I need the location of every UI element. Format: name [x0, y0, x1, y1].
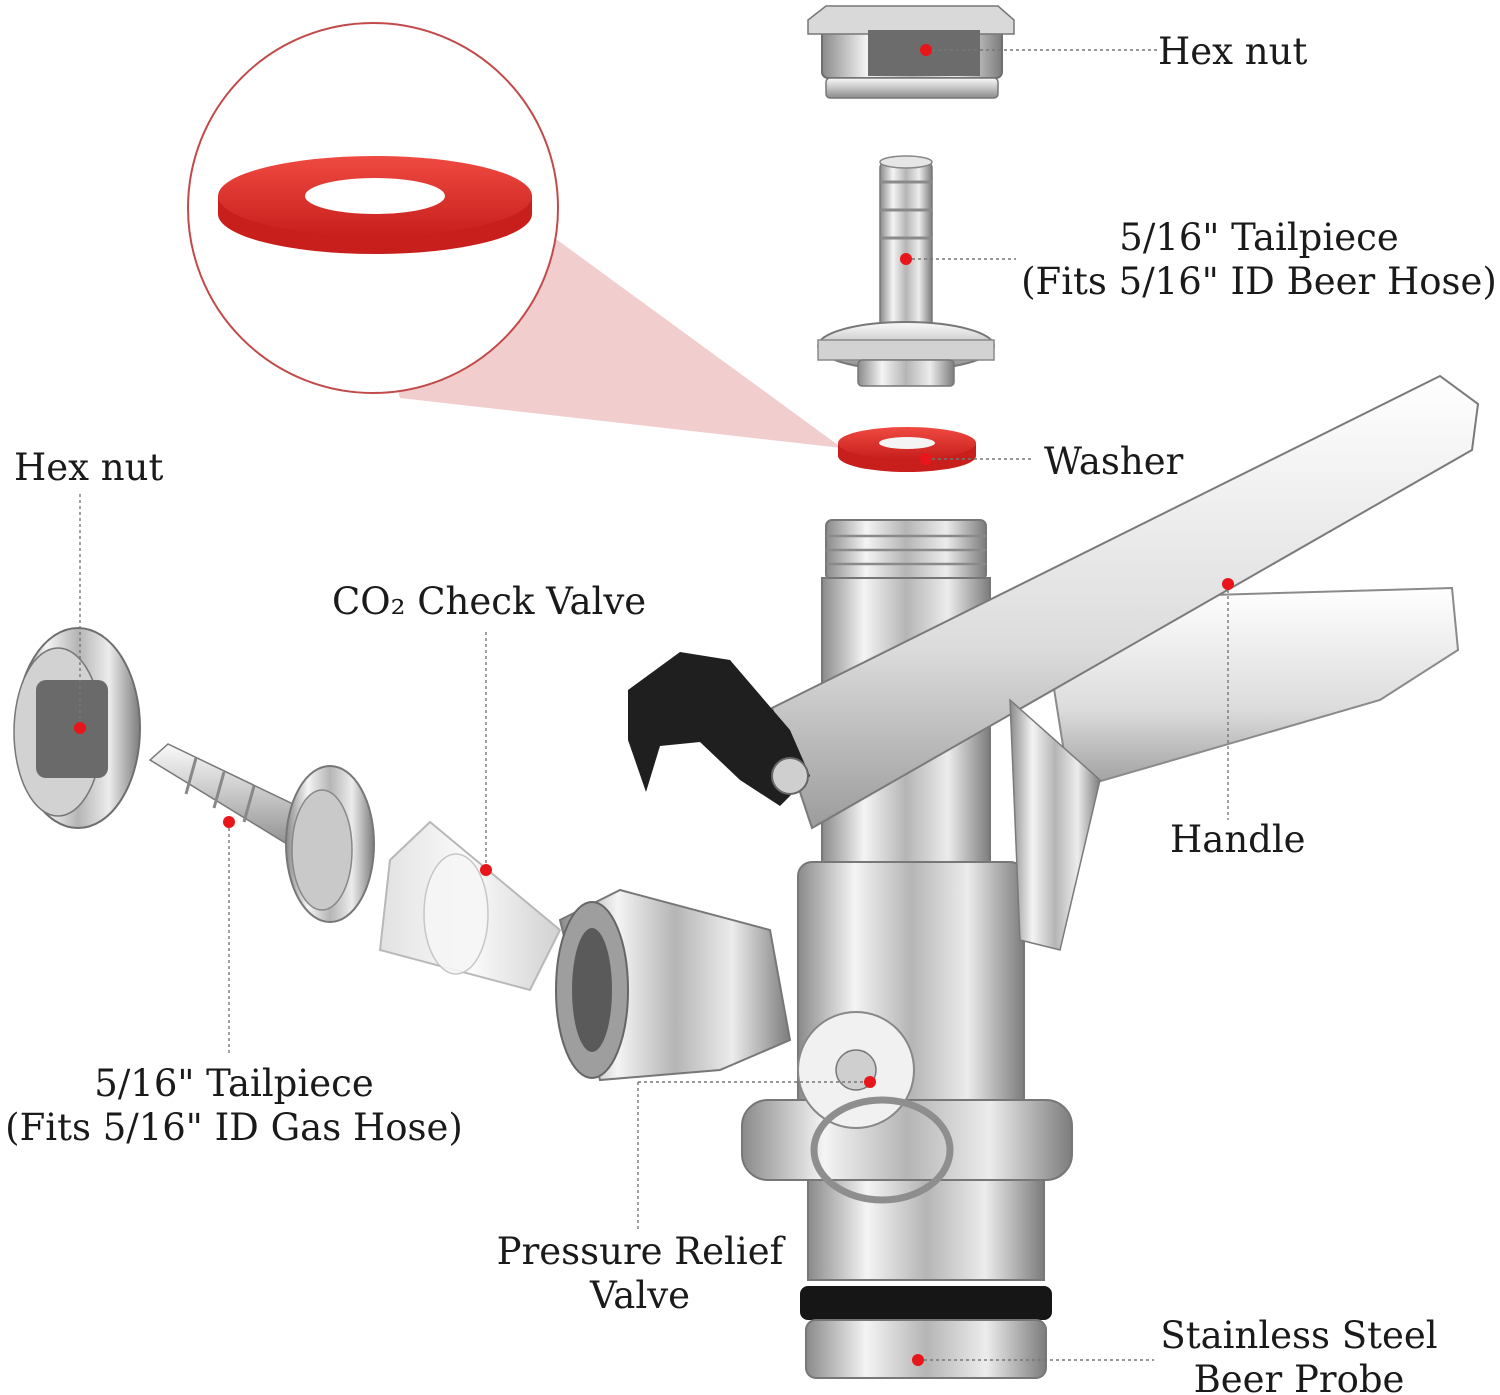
label-tailpiece-gas-line1: 5/16" Tailpiece: [94, 1062, 374, 1105]
tailpiece-beer: [817, 155, 995, 387]
washer-zoomed: [218, 156, 532, 254]
label-probe-line2: Beer Probe: [1193, 1358, 1405, 1395]
handle: [770, 374, 1480, 951]
label-washer: Washer: [1044, 440, 1184, 483]
label-pressure-relief-line1: Pressure Relief: [496, 1230, 784, 1273]
co2-check-valve: [378, 820, 562, 992]
leader-lines: [79, 49, 1229, 1361]
label-handle: Handle: [1170, 818, 1306, 861]
marker-tailpiece-gas: [223, 816, 235, 828]
label-tailpiece-beer: 5/16" Tailpiece (Fits 5/16" ID Beer Hose…: [1020, 216, 1498, 304]
label-tailpiece-gas-line2: (Fits 5/16" ID Gas Hose): [5, 1106, 463, 1149]
marker-handle: [1222, 578, 1234, 590]
tailpiece-gas: [148, 743, 375, 923]
label-co2-check-valve: CO₂ Check Valve: [332, 580, 647, 623]
handle-clip: [628, 652, 810, 806]
marker-co2-check-valve: [480, 864, 492, 876]
marker-hex-nut-left: [74, 722, 86, 734]
marker-pressure-relief: [864, 1076, 876, 1088]
label-probe-line1: Stainless Steel: [1160, 1314, 1438, 1357]
gas-inlet: [555, 888, 792, 1082]
label-hex-nut-left: Hex nut: [14, 446, 164, 489]
hex-nut-top: [807, 5, 1015, 99]
markers: [74, 44, 1234, 1366]
pressure-relief-valve: [797, 1011, 954, 1204]
marker-washer: [920, 453, 932, 465]
washer: [838, 427, 976, 472]
label-beer-probe: Stainless Steel Beer Probe: [1156, 1314, 1442, 1395]
label-tailpiece-beer-line1: 5/16" Tailpiece: [1119, 216, 1399, 259]
label-tailpiece-gas: 5/16" Tailpiece (Fits 5/16" ID Gas Hose): [4, 1062, 464, 1150]
label-pressure-relief-valve: Pressure Relief Valve: [490, 1230, 790, 1318]
marker-hex-nut-top: [920, 44, 932, 56]
label-pressure-relief-line2: Valve: [589, 1274, 690, 1317]
marker-tailpiece-beer: [900, 253, 912, 265]
label-hex-nut-top: Hex nut: [1158, 30, 1308, 73]
marker-beer-probe: [912, 1354, 924, 1366]
label-tailpiece-beer-line2: (Fits 5/16" ID Beer Hose): [1021, 260, 1497, 303]
